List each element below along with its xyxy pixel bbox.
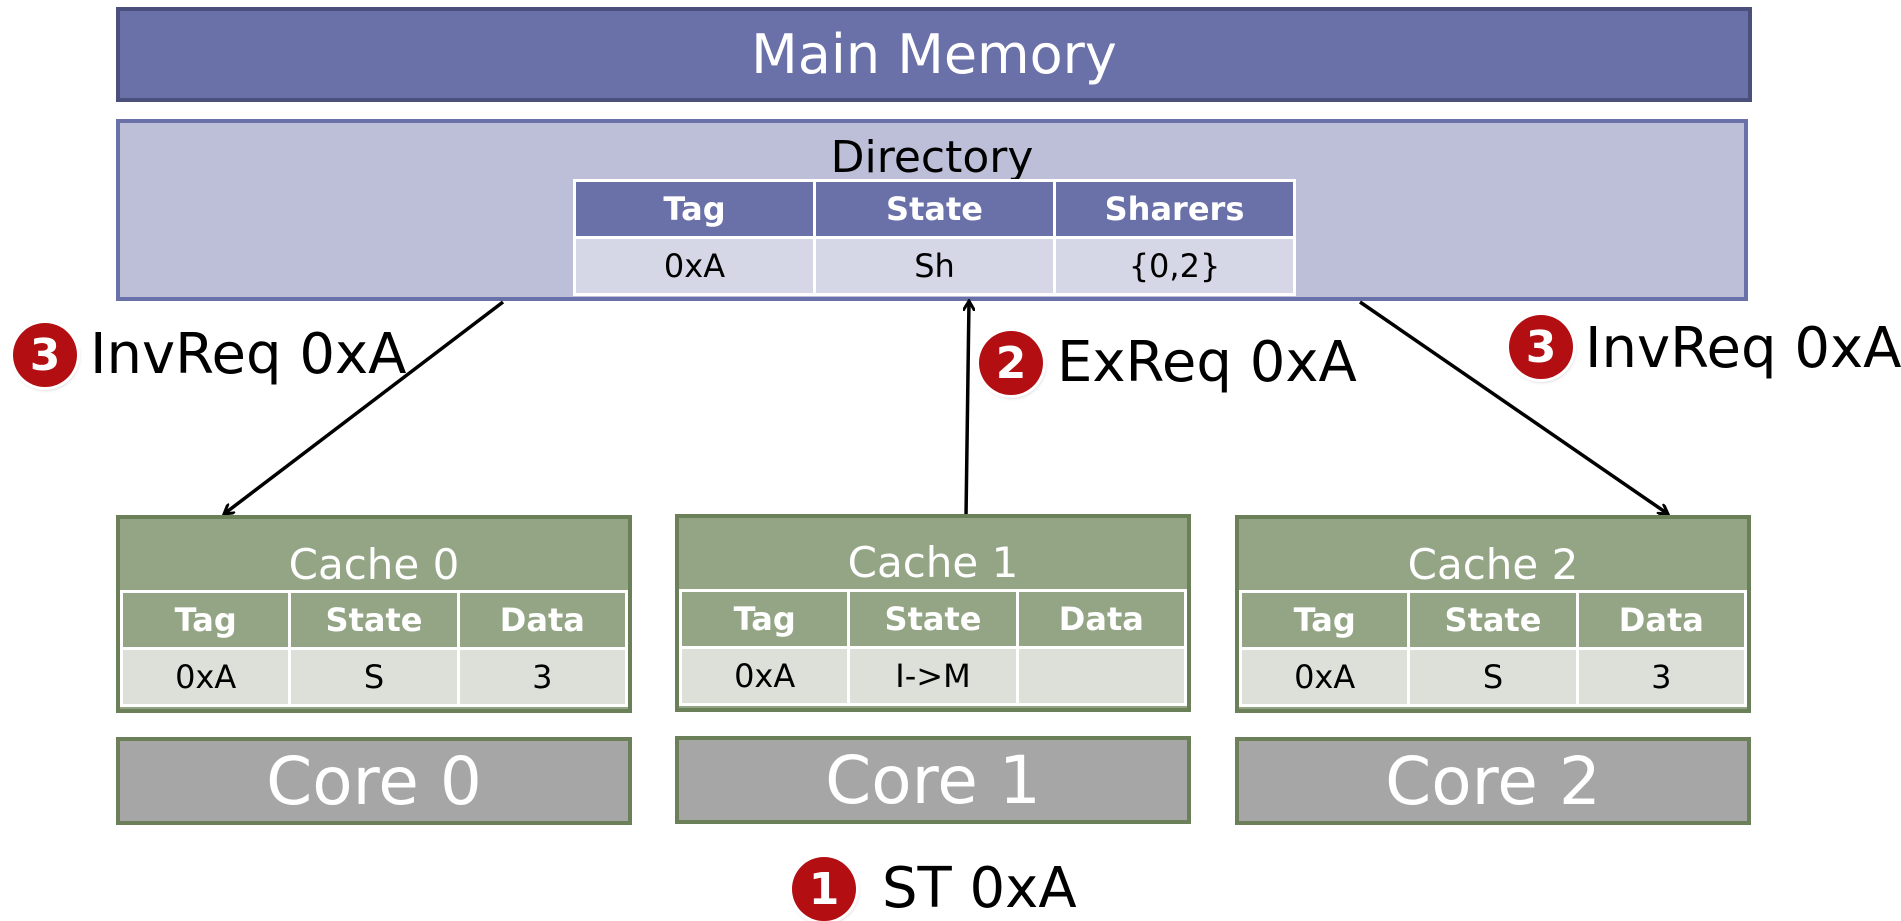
cache-1-title: Cache 1 (847, 538, 1019, 587)
cache-1-table: Tag State Data 0xA I->M (678, 589, 1188, 706)
cache-0-title: Cache 0 (288, 540, 460, 589)
cache-2-header-data: Data (1575, 590, 1748, 650)
cache-2-entry-row: 0xA S 3 (1238, 647, 1748, 707)
directory-entry-state: Sh (813, 236, 1056, 296)
directory-header-row: Tag State Sharers (573, 179, 1296, 239)
directory-header-tag: Tag (573, 179, 816, 239)
cache-2-entry-state: S (1407, 647, 1579, 707)
cache-0-entry-row: 0xA S 3 (119, 647, 629, 707)
step-2-label: ExReq 0xA (1057, 330, 1357, 395)
directory-entry-row: 0xA Sh {0,2} (573, 236, 1296, 296)
cache-1-entry-state: I->M (847, 646, 1019, 706)
invreq-left-arrow (224, 300, 505, 514)
core-1: Core 1 (675, 736, 1191, 824)
step-3-left-badge: 3 (13, 323, 77, 387)
cache-2-header-row: Tag State Data (1238, 590, 1748, 650)
cache-0-header-tag: Tag (119, 590, 292, 650)
step-2-badge: 2 (979, 331, 1043, 395)
cache-1-header-data: Data (1015, 589, 1188, 649)
directory-header-sharers: Sharers (1053, 179, 1296, 239)
cache-0-entry-state: S (288, 647, 460, 707)
cache-2-table: Tag State Data 0xA S 3 (1238, 590, 1748, 707)
core-0-label: Core 0 (266, 742, 482, 820)
step-3-right-label: InvReq 0xA (1585, 316, 1901, 381)
cache-0-entry-data: 3 (456, 647, 629, 707)
core-0: Core 0 (116, 737, 632, 825)
directory-header-state: State (813, 179, 1056, 239)
cache-2-title: Cache 2 (1407, 540, 1579, 589)
core-1-label: Core 1 (825, 741, 1041, 819)
cache-1-entry-data (1015, 646, 1188, 706)
cache-1-entry-row: 0xA I->M (678, 646, 1188, 706)
cache-1-header-tag: Tag (678, 589, 851, 649)
cache-0-table: Tag State Data 0xA S 3 (119, 590, 629, 707)
cache-2-header-state: State (1407, 590, 1579, 650)
cache-0-entry-tag: 0xA (119, 647, 292, 707)
core-2-label: Core 2 (1385, 742, 1601, 820)
step-1-badge: 1 (792, 857, 856, 921)
cache-0-header-data: Data (456, 590, 629, 650)
core-2: Core 2 (1235, 737, 1751, 825)
cache-2-header-tag: Tag (1238, 590, 1411, 650)
cache-1-entry-tag: 0xA (678, 646, 851, 706)
cache-2-entry-tag: 0xA (1238, 647, 1411, 707)
step-1-label: ST 0xA (882, 856, 1077, 921)
invreq-right-arrow (1359, 300, 1668, 514)
cache-1-header-row: Tag State Data (678, 589, 1188, 649)
directory-entry-sharers: {0,2} (1053, 236, 1296, 296)
cache-2-entry-data: 3 (1575, 647, 1748, 707)
directory-entry-tag: 0xA (573, 236, 816, 296)
directory-table: Tag State Sharers 0xA Sh {0,2} (573, 179, 1296, 296)
directory-title: Directory (830, 132, 1034, 183)
cache-0-header-state: State (288, 590, 460, 650)
cache-1-header-state: State (847, 589, 1019, 649)
main-memory-label: Main Memory (751, 23, 1117, 86)
step-3-right-badge: 3 (1509, 315, 1573, 379)
exreq-arrow (966, 301, 969, 518)
step-3-left-label: InvReq 0xA (90, 322, 407, 387)
main-memory-block: Main Memory (116, 7, 1752, 102)
cache-0-header-row: Tag State Data (119, 590, 629, 650)
